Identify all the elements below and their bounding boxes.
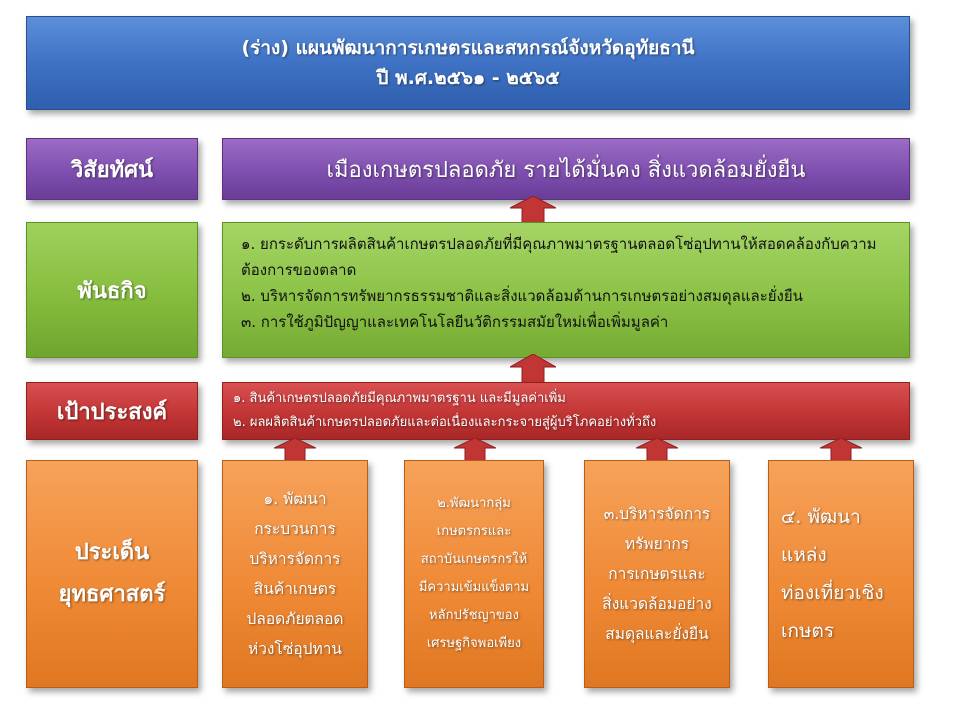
strategy-3-line: การเกษตรและ <box>608 565 706 583</box>
mission-label: พันธกิจ <box>26 222 198 358</box>
strategy-4-line: เกษตร <box>781 620 835 642</box>
strategy-issue-4: ๔. พัฒนา แหล่ง ท่องเที่ยวเชิง เกษตร <box>768 460 914 688</box>
plan-title: (ร่าง) แผนพัฒนาการเกษตรและสหกรณ์จังหวัดอ… <box>241 37 695 59</box>
arrow-up-icon <box>510 196 556 224</box>
objective-item-2: ๒. ผลผลิตสินค้าเกษตรปลอดภัยและต่อเนื่องแ… <box>233 415 657 430</box>
mission-item-1: ๑. ยกระดับการผลิตสินค้าเกษตรปลอดภัยที่มี… <box>241 235 877 279</box>
arrow-up-icon <box>510 354 556 384</box>
arrow-up-icon <box>454 438 496 462</box>
strategy-2-line: สถาบันเกษตรกรให้ <box>420 552 528 567</box>
strategy-1-line: ห่วงโซ่อุปทาน <box>248 640 342 658</box>
strategy-1-line: บริหารจัดการ <box>249 550 341 568</box>
vision-statement: เมืองเกษตรปลอดภัย รายได้มั่นคง สิ่งแวดล้… <box>222 138 910 200</box>
arrow-up-icon <box>636 438 678 462</box>
objective-item-1: ๑. สินค้าเกษตรปลอดภัยมีคุณภาพมาตรฐาน และ… <box>233 391 566 406</box>
strategy-4-line: ท่องเที่ยวเชิง <box>781 582 884 604</box>
strategy-4-line: ๔. พัฒนา <box>781 506 861 528</box>
strategy-issue-1: ๑. พัฒนา กระบวนการ บริหารจัดการ สินค้าเก… <box>222 460 368 688</box>
plan-title-box: (ร่าง) แผนพัฒนาการเกษตรและสหกรณ์จังหวัดอ… <box>26 16 910 110</box>
strategy-2-line: เศรษฐกิจพอเพียง <box>426 636 522 651</box>
strategy-1-line: กระบวนการ <box>254 520 336 538</box>
strategy-1-line: สินค้าเกษตร <box>253 580 337 598</box>
strategy-3-line: ๓.บริหารจัดการ <box>603 505 711 523</box>
strategy-3-line: สิ่งแวดล้อมอย่าง <box>602 595 712 613</box>
arrow-up-icon <box>274 438 316 462</box>
strategy-2-line: มีความเข้มแข็งตาม <box>418 580 530 595</box>
strategy-3-line: สมดุลและยั่งยืน <box>605 625 709 643</box>
strategy-4-line: แหล่ง <box>781 544 827 566</box>
strategy-1-line: ๑. พัฒนา <box>263 490 327 508</box>
strategy-label: ประเด็น ยุทธศาสตร์ <box>26 460 198 688</box>
strategy-2-line: หลักปรัชญาของ <box>429 608 519 623</box>
strategy-1-line: ปลอดภัยตลอด <box>246 610 344 628</box>
strategy-label-line-1: ประเด็น <box>74 540 150 565</box>
strategy-2-line: เกษตรกรและ <box>436 524 512 539</box>
vision-label: วิสัยทัศน์ <box>26 138 198 200</box>
strategy-2-line: ๒.พัฒนากลุ่ม <box>437 496 511 511</box>
mission-item-3: ๓. การใช้ภูมิปัญญาและเทคโนโลยีนวัติกรรมส… <box>241 313 669 331</box>
strategy-issue-2: ๒.พัฒนากลุ่ม เกษตรกรและ สถาบันเกษตรกรให้… <box>404 460 544 688</box>
objective-label: เป้าประสงค์ <box>26 382 198 440</box>
mission-list: ๑. ยกระดับการผลิตสินค้าเกษตรปลอดภัยที่มี… <box>222 222 910 358</box>
arrow-up-icon <box>820 438 862 462</box>
objective-list: ๑. สินค้าเกษตรปลอดภัยมีคุณภาพมาตรฐาน และ… <box>222 382 910 440</box>
plan-period: ปี พ.ศ.๒๕๖๑ - ๒๕๖๕ <box>376 67 560 89</box>
mission-item-2: ๒. บริหารจัดการทรัพยากรธรรมชาติและสิ่งแว… <box>241 287 803 305</box>
strategy-issue-3: ๓.บริหารจัดการ ทรัพยากร การเกษตรและ สิ่ง… <box>584 460 730 688</box>
strategy-3-line: ทรัพยากร <box>624 535 690 553</box>
strategy-label-line-2: ยุทธศาสตร์ <box>58 582 166 607</box>
